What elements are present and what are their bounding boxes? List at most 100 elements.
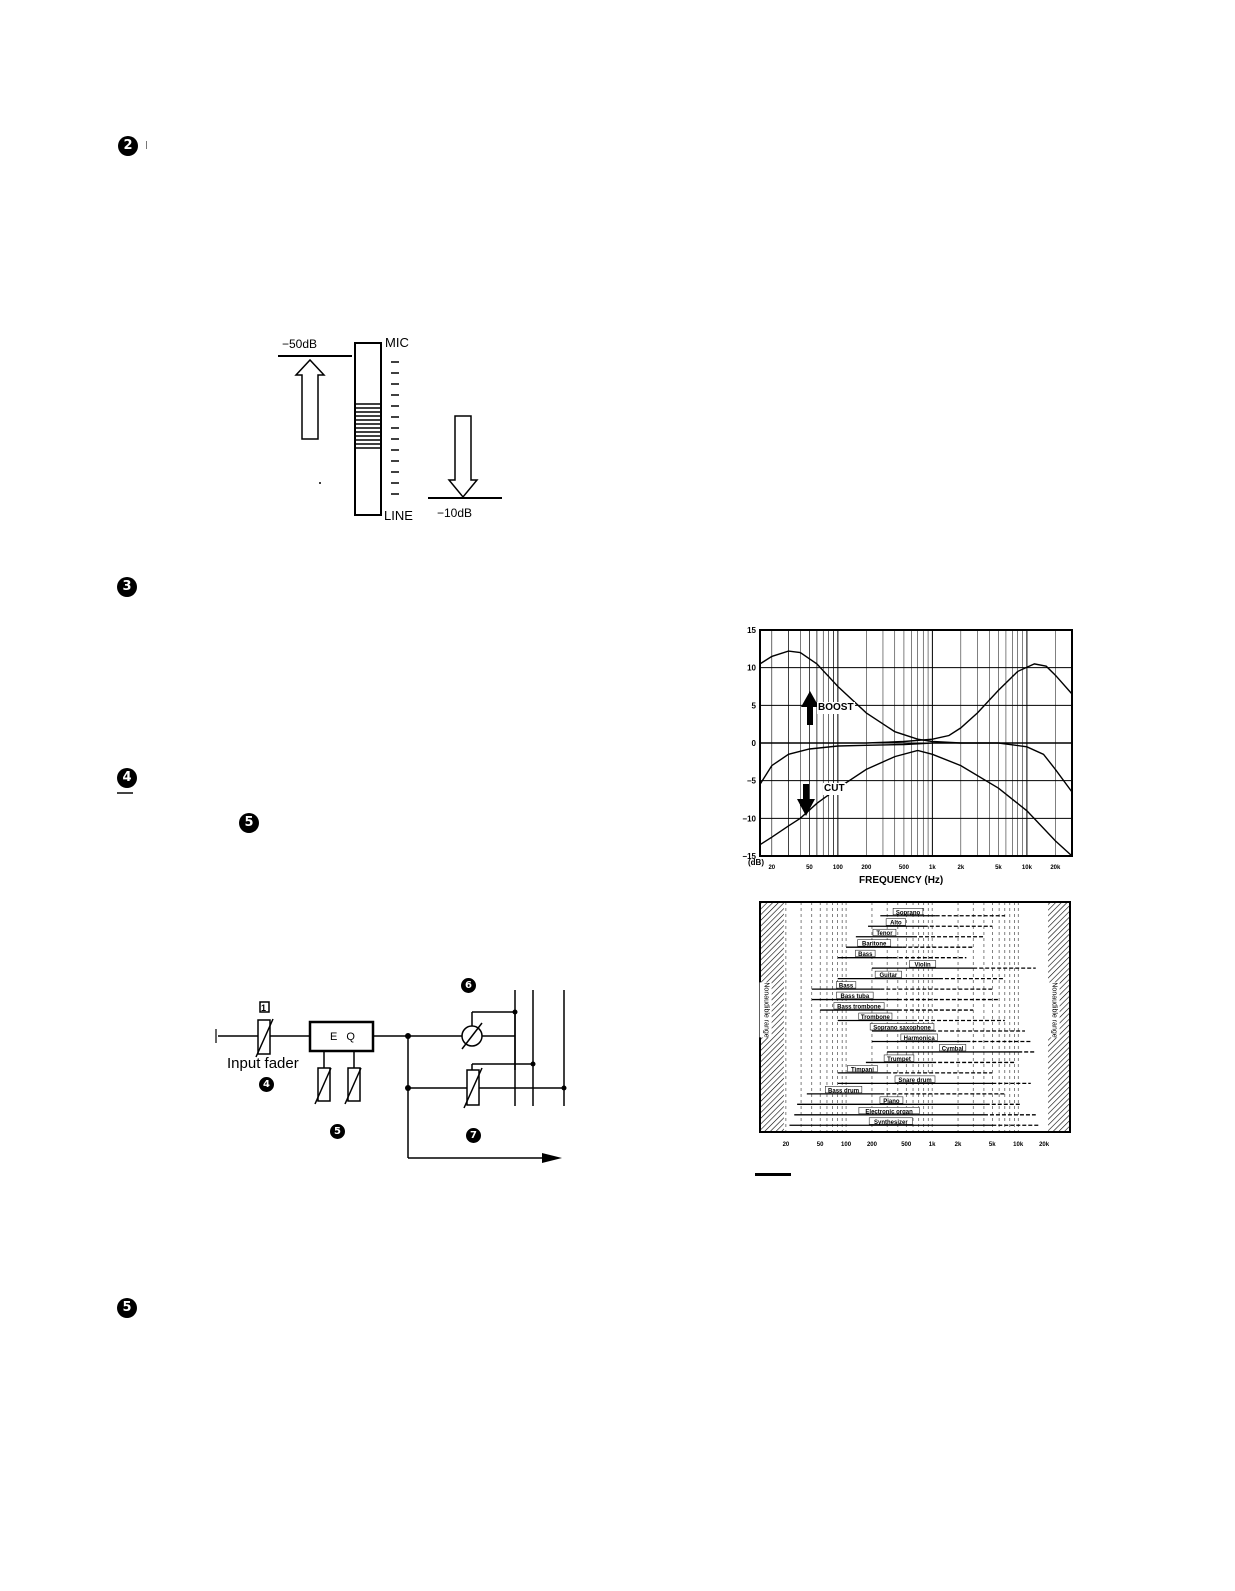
trim-mic-label: MIC (385, 335, 409, 350)
eq-y-tick-label: 10 (747, 664, 756, 673)
instrument-label-box (874, 970, 902, 978)
eq-y-tick-label: −10 (742, 814, 756, 823)
instrument-label-box (857, 939, 892, 947)
range-x-tick-label: 5k (989, 1142, 996, 1148)
range-row: Trumpet (865, 1054, 1015, 1064)
range-row: Alto (868, 918, 993, 927)
instrument-label: Bass drum (828, 1088, 859, 1094)
instrument-label-box (836, 981, 857, 989)
instrument-label-box (855, 949, 876, 957)
eq-boost-label: BOOST (817, 702, 855, 714)
range-x-tick-label: 100 (841, 1142, 852, 1148)
trim-bottom-level: −10dB (437, 506, 473, 520)
range-row: Trombone (837, 1012, 1005, 1022)
range-row: Piano (797, 1096, 1022, 1105)
range-row: Synthesizer (789, 1117, 1041, 1126)
eq-x-tick-label: 20k (1050, 865, 1061, 871)
instrument-label-box (872, 928, 897, 936)
gain-trim-graphic (278, 342, 502, 516)
input-fader-label: Input fader (227, 1055, 299, 1072)
instrument-label-box (836, 991, 874, 999)
instrument-label: Trombone (861, 1015, 891, 1021)
scale-ticks (391, 361, 399, 495)
diagram-marker-6: 6 (461, 978, 476, 993)
range-row: Bass drum (806, 1086, 1005, 1095)
eq-x-tick-label: 10k (1022, 865, 1033, 871)
instrument-label-box (868, 1117, 913, 1125)
range-row: Guitar (837, 970, 1005, 980)
instrument-range-graphic: SopranoAltoTenorBaritoneBassViolinGuitar… (759, 901, 1071, 1148)
instrument-label-box (909, 960, 937, 968)
instrument-label: Harmonica (904, 1036, 936, 1042)
pad-marker: 1 (261, 1003, 267, 1013)
instrument-label: Alto (890, 921, 902, 927)
range-x-tick-label: 20 (783, 1142, 790, 1148)
instrument-label-box (847, 1065, 878, 1073)
instrument-label-box (858, 1012, 893, 1020)
eq-y-tick-label: 0 (752, 739, 757, 748)
range-row: Bass (837, 949, 967, 959)
instrument-label-box (858, 1107, 920, 1115)
diagram-marker-5: 5 (330, 1124, 345, 1139)
instrument-label: Baritone (862, 942, 887, 948)
instrument-label-box (879, 1096, 904, 1104)
eq-y-unit: (dB) (748, 858, 764, 867)
eq-curve-1 (759, 650, 1072, 744)
instrument-label-box (833, 1002, 885, 1010)
range-x-tick-label: 200 (867, 1142, 878, 1148)
eq-x-tick-label: 200 (861, 865, 872, 871)
range-row: Soprano (880, 908, 1005, 917)
eq-control-1 (317, 1067, 331, 1102)
instrument-label: Synthesizer (874, 1120, 908, 1126)
down-arrow-icon (447, 415, 479, 499)
eq-x-tick-label: 5k (995, 865, 1002, 871)
instrument-label-box (883, 1054, 915, 1062)
instrument-label: Soprano (896, 910, 921, 916)
nonaudible-label-right: Nonaudible range (1047, 982, 1060, 1038)
range-row: Bass trombone (820, 1002, 974, 1011)
instrument-label: Soprano saxophone (873, 1026, 931, 1032)
pad-symbol (259, 1001, 270, 1013)
instrument-label-box (825, 1086, 863, 1094)
trim-line-label: LINE (384, 508, 413, 523)
eq-x-tick-label: 20 (768, 865, 775, 871)
instrument-label: Electronic organ (865, 1109, 913, 1115)
range-row: Harmonica (871, 1033, 1031, 1043)
range-row: Timpani (837, 1065, 993, 1074)
marker-tick (146, 141, 147, 149)
section-marker-5-inline: 5 (239, 813, 259, 833)
section-marker-4: 4 (117, 768, 137, 788)
range-x-tick-label: 20k (1039, 1142, 1050, 1148)
range-row: Bass (811, 981, 993, 990)
scan-mark (117, 792, 133, 794)
range-row: Soprano saxophone (869, 1023, 1026, 1032)
eq-x-tick-label: 2k (957, 865, 964, 871)
signal-flow-diagram: E Q 1 Input fader 4 5 6 7 (210, 970, 570, 1180)
gain-trim-diagram: −50dB MIC LINE −10dB (270, 330, 520, 530)
legend-dash (755, 1173, 791, 1176)
instrument-label: Bass tuba (841, 994, 870, 1000)
diagram-marker-4: 4 (259, 1077, 274, 1092)
output-arrow-icon (542, 1153, 562, 1163)
eq-x-tick-label: 500 (899, 865, 910, 871)
eq-cut-label: CUT (823, 783, 846, 795)
section-marker-5: 5 (117, 1298, 137, 1318)
range-row: Snare drum (837, 1075, 1031, 1085)
eq-label: E Q (330, 1031, 358, 1043)
instrument-label: Bass trombone (837, 1005, 881, 1011)
instrument-label-box (869, 1023, 935, 1031)
range-row: Tenor (855, 928, 984, 938)
eq-x-tick-label: 1k (929, 865, 936, 871)
input-fader-symbol (257, 1019, 271, 1055)
eq-y-tick-label: −15 (742, 852, 756, 861)
instrument-label: Guitar (879, 973, 897, 979)
trim-top-level: −50dB (282, 337, 318, 351)
eq-y-tick-label: 15 (747, 626, 756, 635)
range-row: Baritone (846, 939, 974, 948)
eq-control-2 (347, 1067, 361, 1102)
range-row: Bass tuba (811, 991, 1000, 1001)
diagram-marker-7: 7 (466, 1128, 481, 1143)
eq-curve-4 (759, 742, 1073, 793)
